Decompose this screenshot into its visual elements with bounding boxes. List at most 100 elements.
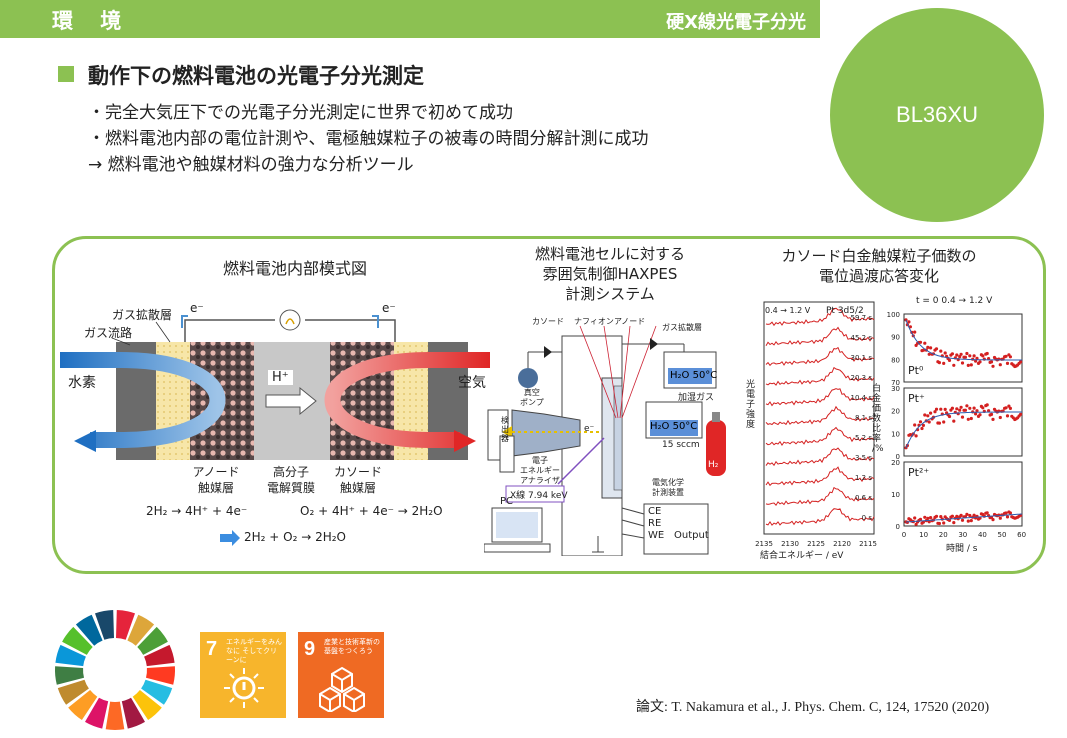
sdg-wheel-segment — [132, 690, 162, 720]
transient-point — [959, 405, 963, 409]
transient-point — [989, 412, 994, 416]
sdg-wheel-segment — [57, 679, 89, 705]
transient-point — [950, 406, 954, 410]
transient-ytick: 70 — [891, 379, 900, 387]
spectra-chart: 59.7 s45.2 s30.1 s20.3 s10.4 s8.1 s5.2 s… — [755, 301, 877, 548]
transient-ytick: 10 — [891, 491, 900, 499]
detector-tag: 検出器 — [501, 416, 509, 443]
transient-point — [1004, 354, 1008, 358]
transient-xtick: 60 — [1017, 531, 1026, 539]
transient-point — [955, 353, 959, 357]
sdg-goal-7-icon: 7 エネルギーをみんなに そしてクリーンに — [200, 632, 286, 718]
transient-point — [942, 420, 946, 424]
transient-point — [923, 413, 927, 417]
spectrum-line — [765, 447, 875, 467]
transient-point — [960, 415, 965, 419]
gdl-tag: ガス拡散層 — [662, 323, 702, 332]
sdg-wheel-segment — [54, 666, 84, 685]
spectrum-time-label: 0.6 s — [855, 494, 872, 502]
pt2-label: Pt²⁺ — [908, 466, 930, 479]
transient-point — [975, 356, 979, 360]
transient-point — [918, 517, 923, 521]
spectra-xtick: 2120 — [833, 540, 851, 548]
cathode-label: カソード触媒層 — [333, 465, 382, 495]
transient-point — [968, 354, 972, 358]
spectrum-line — [765, 346, 875, 367]
transient-xtick: 30 — [958, 531, 967, 539]
spectra-xtick: 2130 — [781, 540, 799, 548]
spectrum-line — [765, 508, 875, 526]
transient-point — [955, 407, 959, 411]
spectra-potential-label: 0.4 → 1.2 V — [765, 306, 811, 315]
transient-point — [934, 514, 939, 518]
transient-point — [929, 346, 933, 350]
spectrum-line — [765, 466, 875, 487]
bullet-1: ・完全大気圧下での光電子分光測定に世界で初めて成功 — [88, 103, 513, 123]
h2o-top-tag: H₂O 50°C — [670, 370, 718, 381]
spectrum-line — [765, 426, 875, 447]
beamline-badge: BL36XU — [830, 8, 1044, 222]
transient-point — [981, 406, 985, 410]
transient-xtick: 10 — [919, 531, 928, 539]
sdg-wheel-segment — [127, 614, 155, 646]
transient-point — [998, 415, 1002, 420]
figure-panel — [52, 236, 1046, 574]
sdg-goal-9-icon: 9 産業と技術革新の 基盤をつくろう — [298, 632, 384, 718]
spectrum-time-label: 0 s — [862, 514, 873, 522]
electron-right-label: e⁻ — [382, 301, 396, 315]
transient-point — [1005, 515, 1010, 519]
transient-point — [1004, 511, 1008, 515]
transient-ytick: 20 — [891, 408, 900, 416]
valence-title: カソード白金触媒粒子価数の電位過渡応答変化 — [781, 247, 977, 285]
transient-point — [947, 414, 952, 419]
transient-ytick: 0 — [896, 453, 900, 461]
spectrum-line — [765, 326, 875, 346]
transient-point — [918, 340, 923, 344]
transient-point — [947, 358, 952, 362]
transient-point — [1019, 412, 1023, 416]
spectrum-time-label: 45.2 s — [851, 334, 873, 342]
transient-point — [904, 318, 908, 322]
transient-point — [965, 351, 969, 356]
transient-point — [1005, 361, 1010, 365]
xray-tag: X線 7.94 keV — [510, 491, 568, 501]
spectra-lines: 59.7 s45.2 s30.1 s20.3 s10.4 s8.1 s5.2 s… — [765, 307, 875, 526]
transient-fit-line — [905, 319, 1022, 361]
transient-point — [955, 514, 959, 518]
total-equation: 2H₂ + O₂ → 2H₂O — [244, 530, 347, 544]
transient-point — [966, 519, 970, 523]
sdg-wheel-segment — [68, 690, 98, 720]
transient-point — [907, 320, 911, 324]
transient-point — [929, 411, 933, 415]
transient-point — [989, 360, 994, 364]
gas-diffusion-label: ガス拡散層 — [112, 308, 173, 322]
transient-ytick: 20 — [891, 459, 900, 467]
electron-tag: e⁻ — [584, 424, 595, 434]
spectrum-line — [765, 388, 875, 407]
spectrum-time-label: 8.1 s — [855, 414, 872, 422]
transient-point — [927, 420, 931, 424]
h2-tag: H₂ — [708, 460, 719, 470]
transient-point — [952, 521, 956, 525]
transient-point — [934, 407, 939, 411]
transient-xtick: 20 — [939, 531, 948, 539]
transient-point — [942, 521, 946, 525]
gas-channel-label: ガス流路 — [84, 326, 133, 340]
transient-point — [914, 434, 918, 438]
transient-point — [960, 361, 965, 365]
spectrum-time-label: 59.7 s — [851, 314, 873, 322]
transient-xtick: 0 — [902, 531, 906, 539]
transient-point — [968, 406, 972, 410]
sccm-tag: 15 sccm — [662, 440, 700, 450]
sdg-wheel-segment — [95, 610, 114, 640]
spectra-xtick: 2125 — [807, 540, 825, 548]
transient-point — [920, 426, 924, 431]
humid-gas-tag: 加湿ガス — [678, 393, 715, 403]
sdg-wheel-segment — [141, 679, 173, 705]
spectrum-time-label: 30.1 s — [851, 354, 873, 362]
nafion-tag: ナフィオン — [574, 317, 614, 326]
transient-point — [943, 407, 947, 411]
